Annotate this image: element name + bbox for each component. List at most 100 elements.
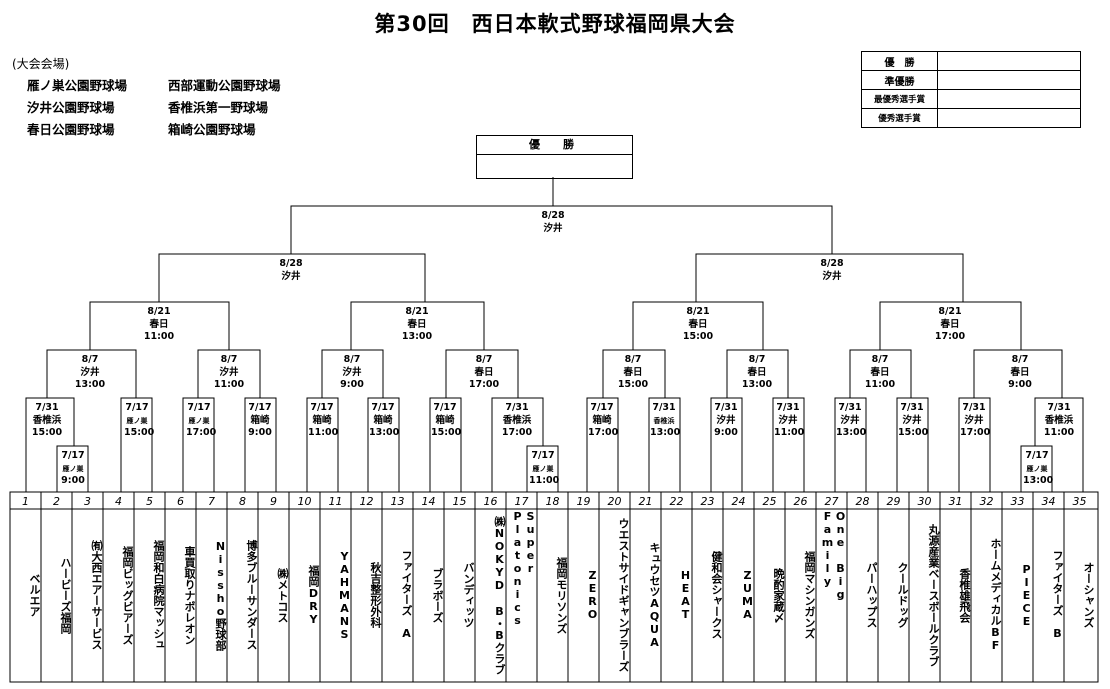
team-name: ZUMA <box>741 569 754 621</box>
champion-box: 優 勝 <box>476 135 633 179</box>
team-number: 31 <box>948 495 963 508</box>
bracket-line <box>25 397 75 492</box>
bracket-line <box>1020 445 1053 492</box>
team-number: 6 <box>177 495 184 508</box>
team-number: 7 <box>208 495 215 508</box>
venue-item: 香椎浜第一野球場 <box>168 100 269 115</box>
team-number: 2 <box>53 495 60 508</box>
team-name: Super Platonics <box>511 510 537 627</box>
award-label: 優秀選手賞 <box>861 108 938 128</box>
team-number: 24 <box>731 495 746 508</box>
team-number: 20 <box>607 495 622 508</box>
team-name: 博多ブルーサンダース <box>245 540 258 650</box>
team-number: 17 <box>514 495 529 508</box>
bracket-line <box>896 397 929 492</box>
team-number: 10 <box>297 495 312 508</box>
bracket-line <box>491 397 544 492</box>
team-name: 健和会シャークス <box>710 551 723 639</box>
team-name: ㈲大西エアーサービス <box>90 540 103 650</box>
team-number: 32 <box>979 495 994 508</box>
team-name: 秋吉整形外科 <box>369 562 382 628</box>
team-number: 8 <box>239 495 246 508</box>
team-name: ホームメディカルBF <box>989 538 1002 652</box>
team-number: 28 <box>855 495 870 508</box>
bracket-line <box>849 349 912 398</box>
team-name: ㈱NOKYD B・Bクラブ <box>493 515 506 675</box>
team-name: PIECE <box>1020 562 1033 628</box>
bracket-line <box>429 397 462 492</box>
team-name: HEAT <box>679 569 692 621</box>
bracket-line <box>648 397 681 492</box>
team-name: ファイターズ A <box>400 550 413 640</box>
venue-item: 西部運動公園野球場 <box>168 78 281 93</box>
team-number: 33 <box>1010 495 1025 508</box>
venue-item: 箱崎公園野球場 <box>168 122 256 137</box>
team-column-dividers <box>40 492 1065 682</box>
team-name: パーハップス <box>865 562 878 628</box>
team-row-border <box>9 491 1099 683</box>
bracket-line <box>726 349 789 398</box>
team-number: 13 <box>390 495 405 508</box>
bracket-line <box>879 301 1022 350</box>
bracket-line <box>586 397 619 492</box>
bracket-line <box>197 349 261 398</box>
team-name: One Big Family <box>821 510 847 601</box>
team-name: 福岡和白病院マッシュ <box>152 540 165 650</box>
award-value <box>937 108 1081 128</box>
bracket-line <box>321 349 384 398</box>
team-number: 21 <box>638 495 653 508</box>
team-name: ウエストサイドギャンブラーズ <box>617 518 630 672</box>
bracket-line <box>602 349 666 398</box>
team-number: 26 <box>793 495 808 508</box>
team-name: ブラボーズ <box>431 567 444 623</box>
bracket-line <box>89 301 230 350</box>
team-name: 福岡DRY <box>307 564 320 626</box>
bracket-line <box>350 301 485 350</box>
venue-item: 汐井公園野球場 <box>27 100 115 115</box>
team-number: 12 <box>359 495 374 508</box>
bracket-line <box>695 253 964 302</box>
team-name: ベルエア <box>28 573 41 617</box>
bracket-line <box>182 397 215 492</box>
team-number: 35 <box>1072 495 1087 508</box>
bracket-line <box>445 349 519 398</box>
team-name: オーシャンズ <box>1082 562 1095 628</box>
champion-box-label: 優 勝 <box>477 136 632 155</box>
venues-heading: (大会会場) <box>12 57 70 71</box>
team-name: Nissho野球部 <box>214 539 227 651</box>
bracket-line <box>367 397 400 492</box>
bracket-line <box>120 397 153 492</box>
awards-table: 優 勝 準優勝 最優秀選手賞 優秀選手賞 <box>861 51 1081 128</box>
team-number: 5 <box>146 495 153 508</box>
team-name: 丸源産業ベースボールクラブ <box>927 523 940 667</box>
team-number: 22 <box>669 495 684 508</box>
page-title: 第30回 西日本軟式野球福岡県大会 <box>374 12 736 36</box>
team-number: 4 <box>115 495 122 508</box>
team-name: キュウセツAQUA <box>648 541 661 649</box>
bracket-line <box>46 349 137 398</box>
team-name: ZERO <box>586 569 599 621</box>
